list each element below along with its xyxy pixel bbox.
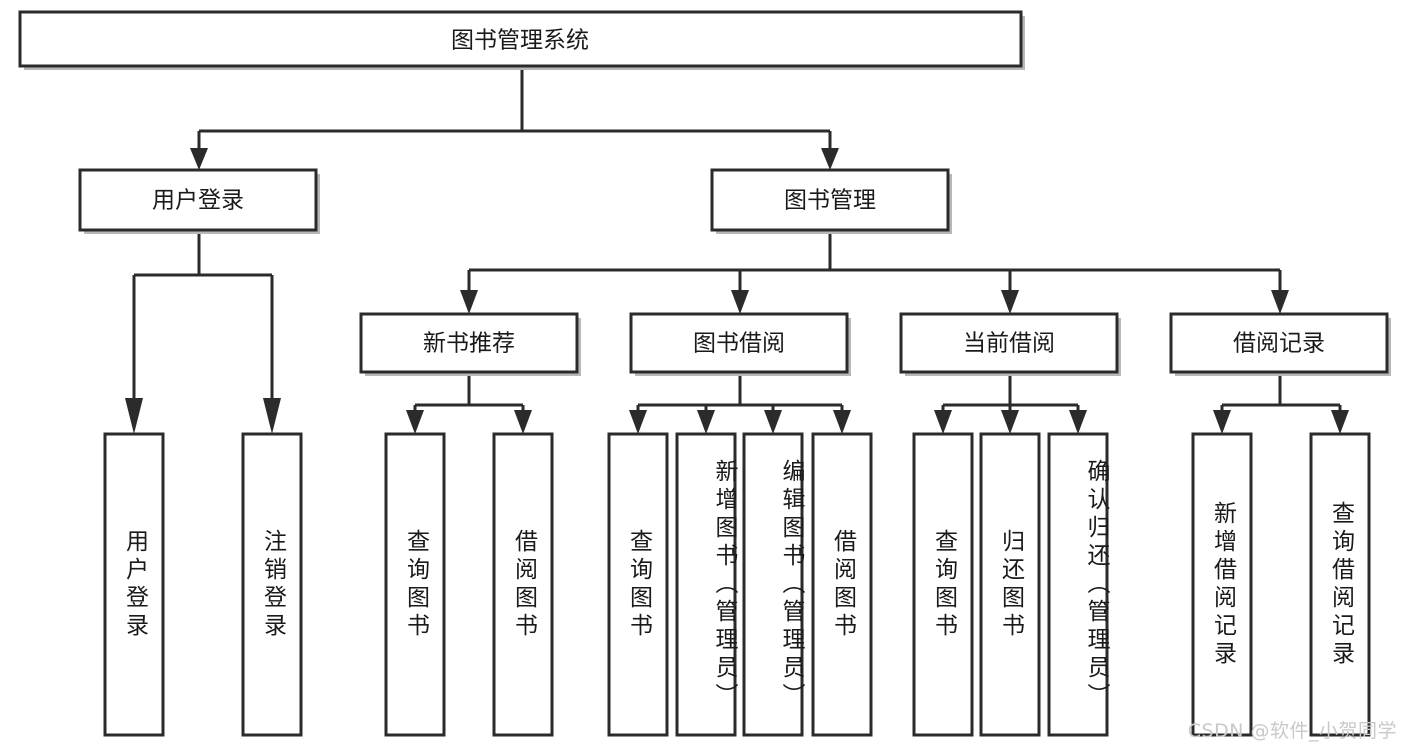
leaf-query-record-label: 查询借阅记录 [1327, 500, 1354, 669]
connector-group-root [190, 70, 839, 170]
leaf-confirm-return-label: 确认归还（管理员） [1083, 458, 1109, 711]
leaf-borrow-book-2-label: 借阅图书 [829, 528, 856, 641]
node-current-borrow[interactable]: 当前借阅 [899, 312, 1121, 376]
leaf-add-book-label: 新增图书（管理员） [711, 458, 737, 711]
leaf-logout-label: 注销登录 [259, 528, 286, 641]
leaf-user-login-label: 用户登录 [121, 528, 148, 641]
node-book-borrow[interactable]: 图书借阅 [629, 312, 851, 376]
leaf-box-outlines [103, 432, 1371, 737]
connector-group-current-borrow [934, 374, 1087, 434]
leaf-edit-book-label: 编辑图书（管理员） [778, 458, 804, 711]
connector-group-user-login [125, 232, 281, 434]
leaf-borrow-book-1[interactable]: 借阅图书 [494, 434, 552, 735]
connector-group-book-borrow [629, 374, 851, 434]
leaf-query-book-2[interactable]: 查询图书 [609, 434, 667, 735]
leaf-borrow-book-2[interactable]: 借阅图书 [813, 434, 871, 735]
node-book-borrow-label: 图书借阅 [693, 331, 785, 357]
node-new-book-recommend[interactable]: 新书推荐 [359, 312, 581, 376]
leaf-user-login[interactable]: 用户登录 [105, 434, 163, 735]
leaf-borrow-book-1-label: 借阅图书 [510, 528, 537, 641]
watermark: CSDN @软件_小贺同学 [1187, 720, 1397, 742]
leaf-query-book-3-label: 查询图书 [930, 528, 957, 641]
leaf-query-record[interactable]: 查询借阅记录 [1311, 434, 1369, 735]
connector-group-borrow-record [1213, 374, 1349, 434]
node-new-book-recommend-label: 新书推荐 [423, 331, 515, 357]
leaf-query-book-1-label: 查询图书 [402, 528, 429, 641]
leaf-add-record-label: 新增借阅记录 [1209, 500, 1236, 669]
leaf-add-book[interactable]: 新增图书（管理员） [677, 434, 737, 735]
node-book-manage[interactable]: 图书管理 [710, 168, 952, 234]
connector-group-book-manage [460, 232, 1289, 314]
leaf-edit-book[interactable]: 编辑图书（管理员） [744, 434, 804, 735]
node-user-login-label: 用户登录 [152, 188, 244, 214]
connector-group-new-book-recommend [406, 374, 532, 434]
node-book-manage-label: 图书管理 [784, 188, 876, 214]
node-borrow-record-label: 借阅记录 [1233, 331, 1325, 357]
node-user-login[interactable]: 用户登录 [78, 168, 320, 234]
node-borrow-record[interactable]: 借阅记录 [1169, 312, 1391, 376]
leaf-confirm-return[interactable]: 确认归还（管理员） [1049, 434, 1109, 735]
leaf-query-book-1[interactable]: 查询图书 [386, 434, 444, 735]
leaf-return-book-label: 归还图书 [997, 528, 1024, 641]
node-root[interactable]: 图书管理系统 [18, 10, 1025, 70]
node-root-label: 图书管理系统 [451, 28, 589, 54]
leaf-logout[interactable]: 注销登录 [243, 434, 301, 735]
leaf-query-book-2-label: 查询图书 [625, 528, 652, 641]
node-current-borrow-label: 当前借阅 [963, 331, 1055, 357]
leaf-add-record[interactable]: 新增借阅记录 [1193, 434, 1251, 735]
leaf-return-book[interactable]: 归还图书 [981, 434, 1039, 735]
leaf-query-book-3[interactable]: 查询图书 [914, 434, 972, 735]
